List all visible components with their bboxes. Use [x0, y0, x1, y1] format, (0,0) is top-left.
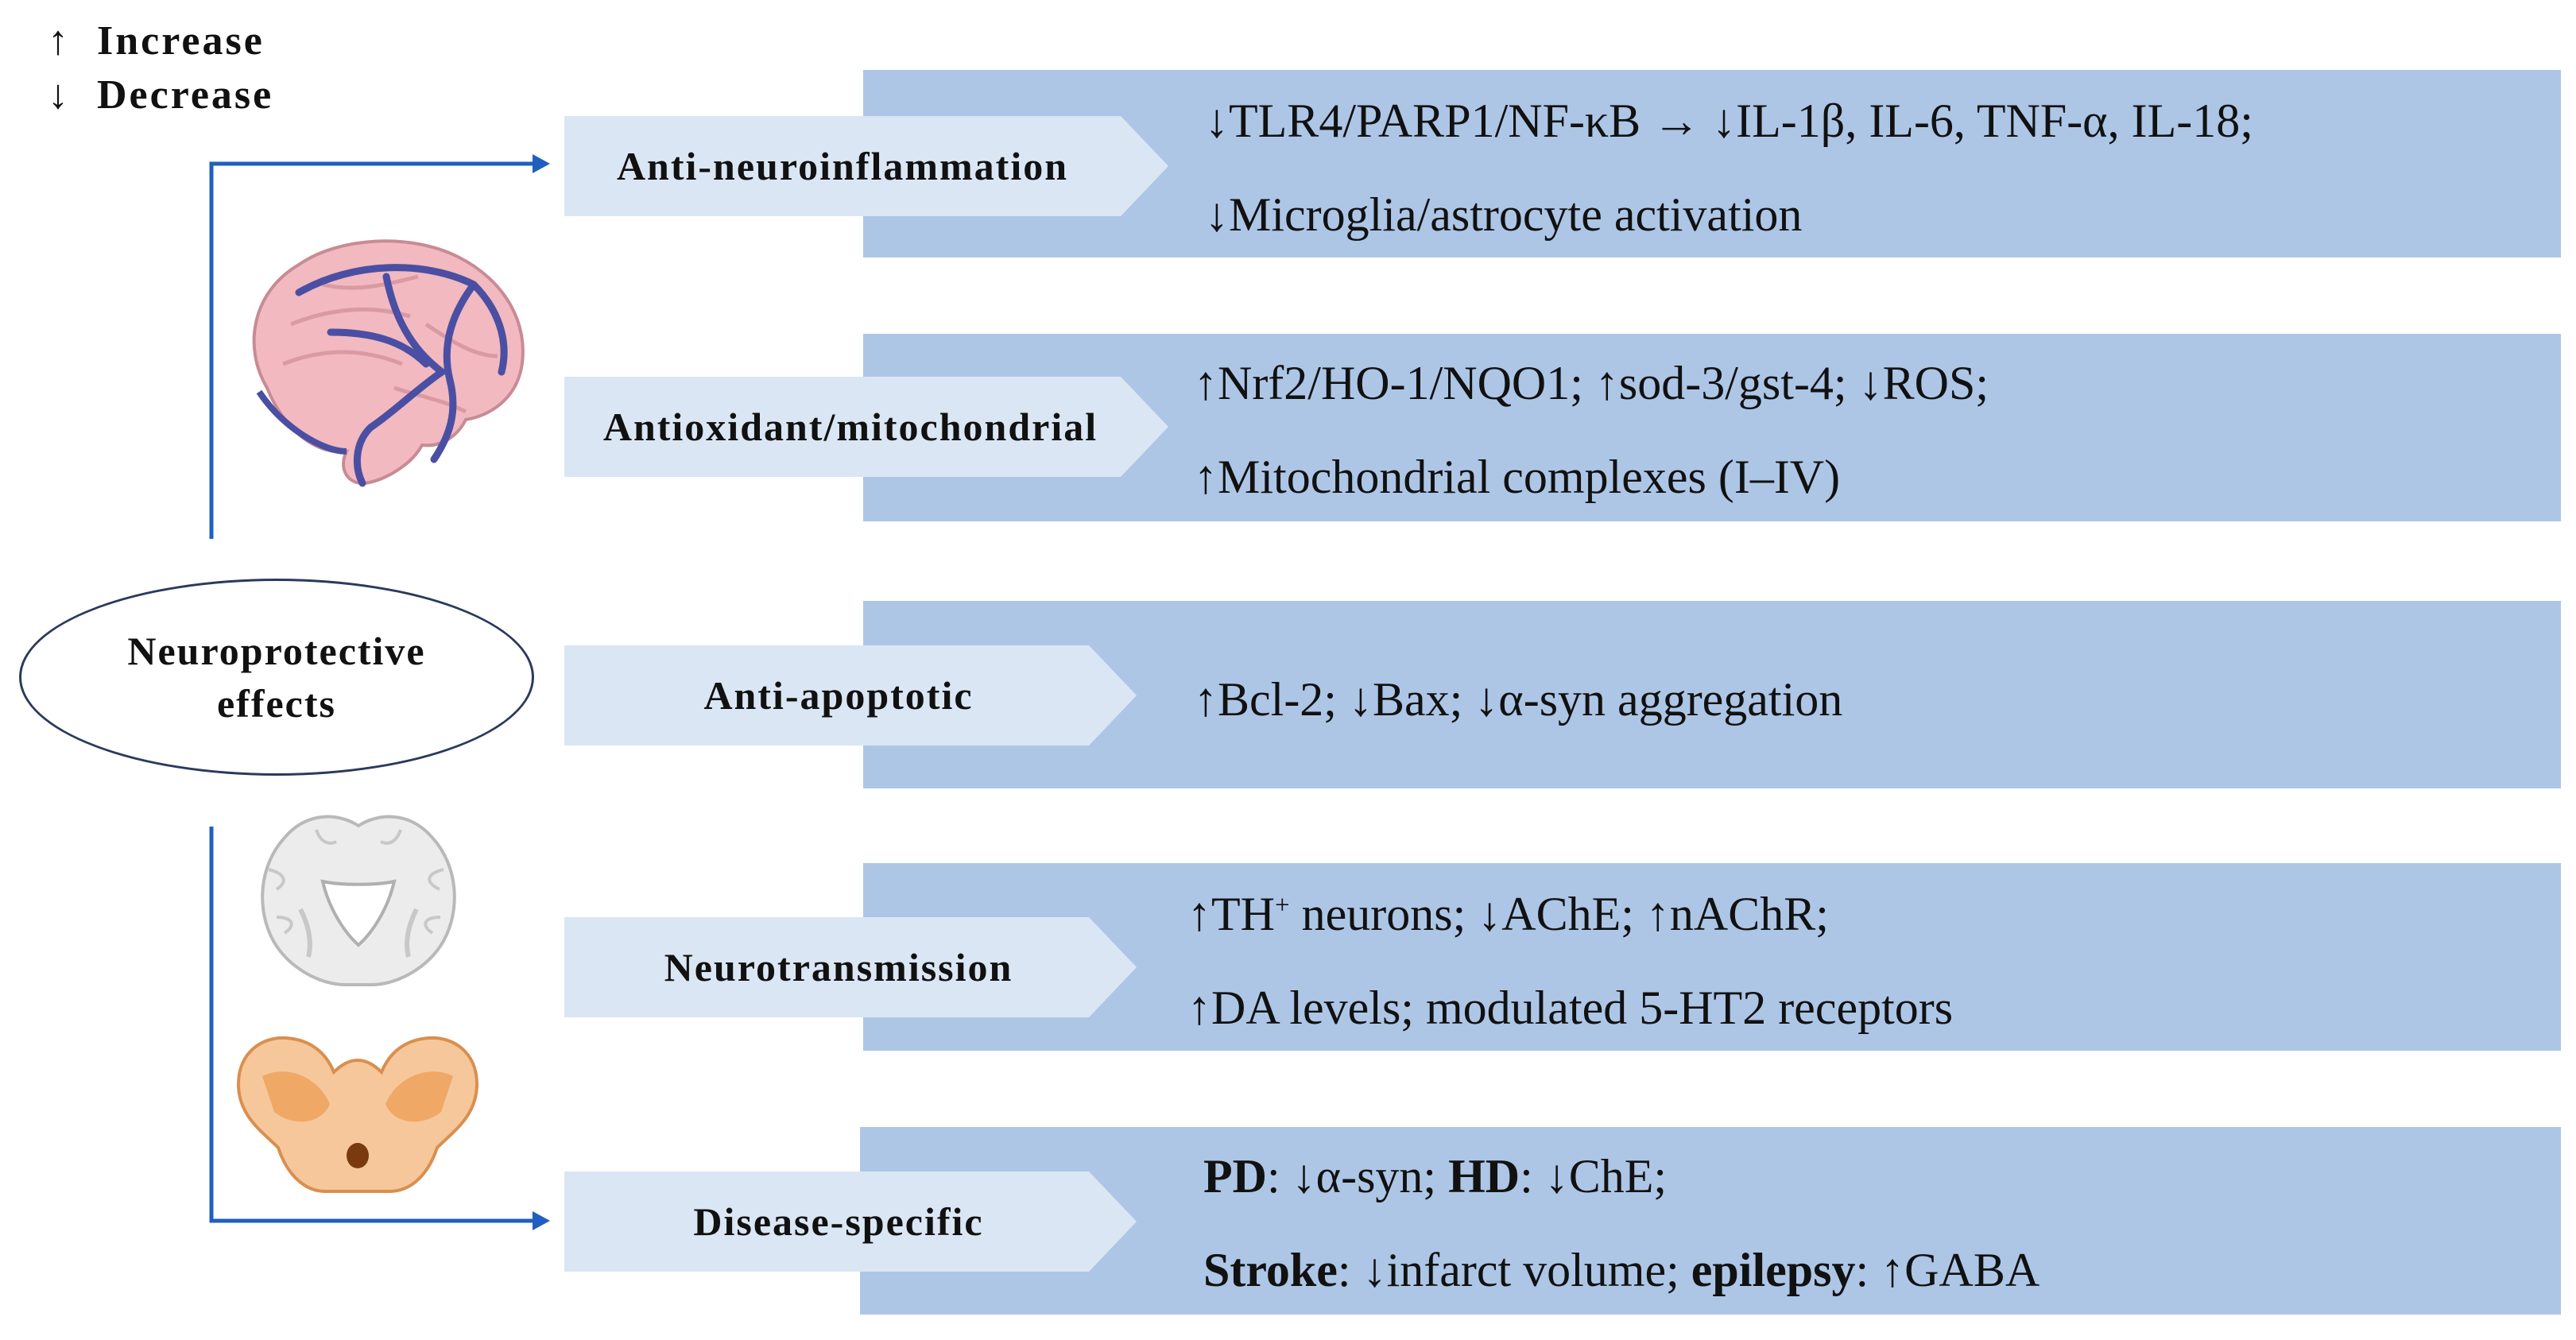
neurotransmission-label: Neurotransmission — [664, 945, 1013, 990]
center-line2: effects — [216, 681, 336, 726]
anti-apoptotic-tag: Anti-apoptotic — [564, 645, 1137, 746]
up-arrow-icon: ↑ — [48, 18, 71, 64]
antioxidant-mitochondrial-panel: ↑Nrf2/HO-1/NQO1; ↑sod-3/gst-4; ↓ROS; ↑Mi… — [863, 334, 2561, 521]
pd-text: : ↓α-syn; — [1266, 1150, 1449, 1203]
center-line1: Neuroprotective — [127, 629, 426, 673]
epilepsy-term: epilepsy — [1691, 1244, 1856, 1296]
down-arrow-icon: ↓ — [48, 72, 71, 118]
th-superscript: + — [1274, 891, 1290, 920]
brainstem-section-icon — [236, 1036, 479, 1193]
panel-line: ↑Nrf2/HO-1/NQO1; ↑sod-3/gst-4; ↓ROS; — [1194, 357, 1989, 409]
connector-bottom-arrow — [209, 827, 533, 1223]
legend-decrease-label: Decrease — [97, 72, 274, 118]
panel-line: ↑Bcl-2; ↓Bax; ↓α-syn aggregation — [1194, 673, 1843, 726]
legend-decrease: ↓ Decrease — [48, 68, 273, 122]
stroke-term: Stroke — [1203, 1244, 1338, 1296]
legend-increase: ↑ Increase — [48, 14, 273, 68]
anti-neuroinflammation-label: Anti-neuroinflammation — [616, 144, 1069, 188]
disease-specific-label: Disease-specific — [693, 1199, 984, 1244]
th-prefix: ↑TH — [1187, 888, 1275, 940]
panel-line: ↓TLR4/PARP1/NF-κB → ↓IL-1β, IL-6, TNF-α,… — [1205, 95, 2253, 147]
hd-text: : ↓ChE; — [1520, 1150, 1668, 1203]
brain-coronal-section-icon — [261, 815, 456, 986]
disease-specific-tag: Disease-specific — [564, 1172, 1137, 1272]
anti-apoptotic-label: Anti-apoptotic — [703, 673, 974, 718]
hd-term: HD — [1448, 1150, 1520, 1203]
panel-line: ↑TH+ neurons; ↓AChE; ↑nAChR; — [1187, 887, 1829, 942]
antioxidant-mitochondrial-tag: Antioxidant/mitochondrial — [564, 377, 1168, 477]
anti-apoptotic-panel: ↑Bcl-2; ↓Bax; ↓α-syn aggregation — [863, 601, 2561, 788]
brain-icon — [252, 239, 525, 487]
pd-term: PD — [1203, 1150, 1267, 1203]
legend: ↑ Increase ↓ Decrease — [48, 14, 273, 122]
panel-line: ↑DA levels; modulated 5-HT2 receptors — [1187, 982, 1954, 1034]
connector-top-arrow — [209, 160, 542, 539]
panel-line: Stroke: ↓infarct volume; epilepsy: ↑GABA — [1203, 1243, 2039, 1298]
antioxidant-mitochondrial-label: Antioxidant/mitochondrial — [602, 405, 1098, 449]
th-suffix: neurons; ↓AChE; ↑nAChR; — [1289, 888, 1829, 940]
panel-line: ↓Microglia/astrocyte activation — [1205, 188, 1803, 241]
legend-increase-label: Increase — [97, 18, 265, 64]
stroke-text: : ↓infarct volume; — [1337, 1244, 1691, 1296]
panel-line: ↑Mitochondrial complexes (I–IV) — [1194, 451, 1841, 503]
panel-line: PD: ↓α-syn; HD: ↓ChE; — [1203, 1149, 1667, 1204]
epilepsy-text: : ↑GABA — [1855, 1244, 2040, 1296]
disease-specific-panel: PD: ↓α-syn; HD: ↓ChE; Stroke: ↓infarct v… — [860, 1127, 2561, 1315]
neurotransmission-tag: Neurotransmission — [564, 917, 1137, 1017]
neuroprotective-effects-ellipse: Neuroprotective effects — [19, 579, 534, 776]
anti-neuroinflammation-tag: Anti-neuroinflammation — [564, 116, 1168, 216]
neurotransmission-panel: ↑TH+ neurons; ↓AChE; ↑nAChR; ↑DA levels;… — [863, 863, 2561, 1051]
